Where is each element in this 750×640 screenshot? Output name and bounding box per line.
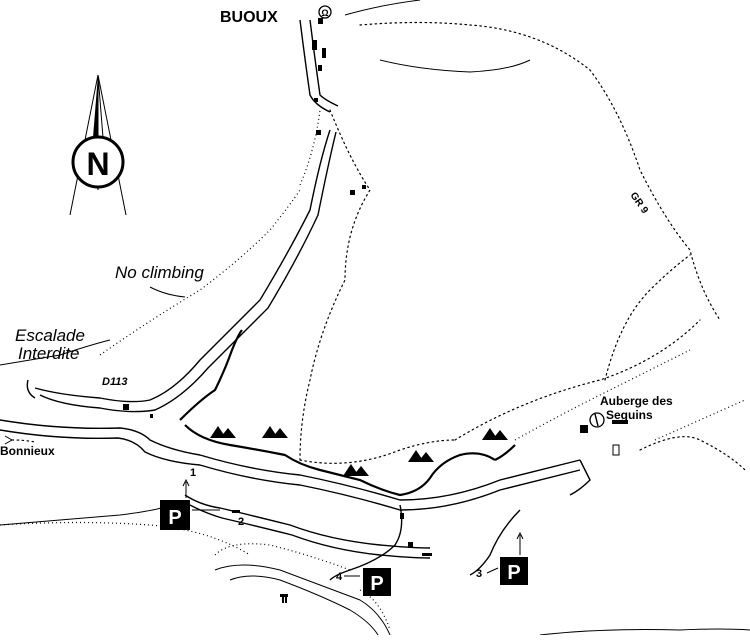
road-label-d113: D113 xyxy=(102,376,127,388)
parking-1-number: 1 xyxy=(190,467,196,479)
north-arrow-icon xyxy=(69,74,127,216)
parking-icon xyxy=(500,557,528,585)
auberge-label-line2: Seguins xyxy=(606,408,653,422)
cliff-crags xyxy=(0,109,746,631)
parking-2-number: 2 xyxy=(238,516,244,528)
town-label-buoux: BUOUX xyxy=(220,9,278,26)
parking-icon xyxy=(160,500,190,530)
escalade-label-line1: Escalade xyxy=(15,326,85,345)
parking-1: P xyxy=(160,500,190,530)
bonnieux-label: Bonnieux xyxy=(0,444,55,458)
escalade-label-line2: Interdite xyxy=(18,344,79,363)
parking-3: P xyxy=(500,557,528,585)
parking-4-number: 4 xyxy=(336,571,343,583)
parking-4: P xyxy=(363,568,391,596)
picnic-icon xyxy=(280,594,288,603)
auberge-icon xyxy=(589,412,605,428)
crag-markers xyxy=(210,426,508,476)
north-label: N xyxy=(86,146,109,182)
auberge-label-line1: Auberge des xyxy=(600,394,673,408)
parking-3-number: 3 xyxy=(476,568,482,580)
no-climbing-pointer xyxy=(149,286,186,298)
dotted-trails xyxy=(299,21,746,471)
trail-label-gr9: GR 9 xyxy=(628,190,651,216)
parking-icon xyxy=(363,568,391,596)
buildings xyxy=(123,18,628,556)
parking-4-symbol: P xyxy=(370,573,383,595)
no-climbing-label: No climbing xyxy=(115,263,204,282)
parking-1-symbol: P xyxy=(168,507,181,529)
svg-text:Ω: Ω xyxy=(321,8,328,18)
bonnieux-arrow-icon xyxy=(4,435,14,445)
buoux-castle-icon: Ω xyxy=(318,5,332,19)
parking-3-symbol: P xyxy=(507,562,520,584)
